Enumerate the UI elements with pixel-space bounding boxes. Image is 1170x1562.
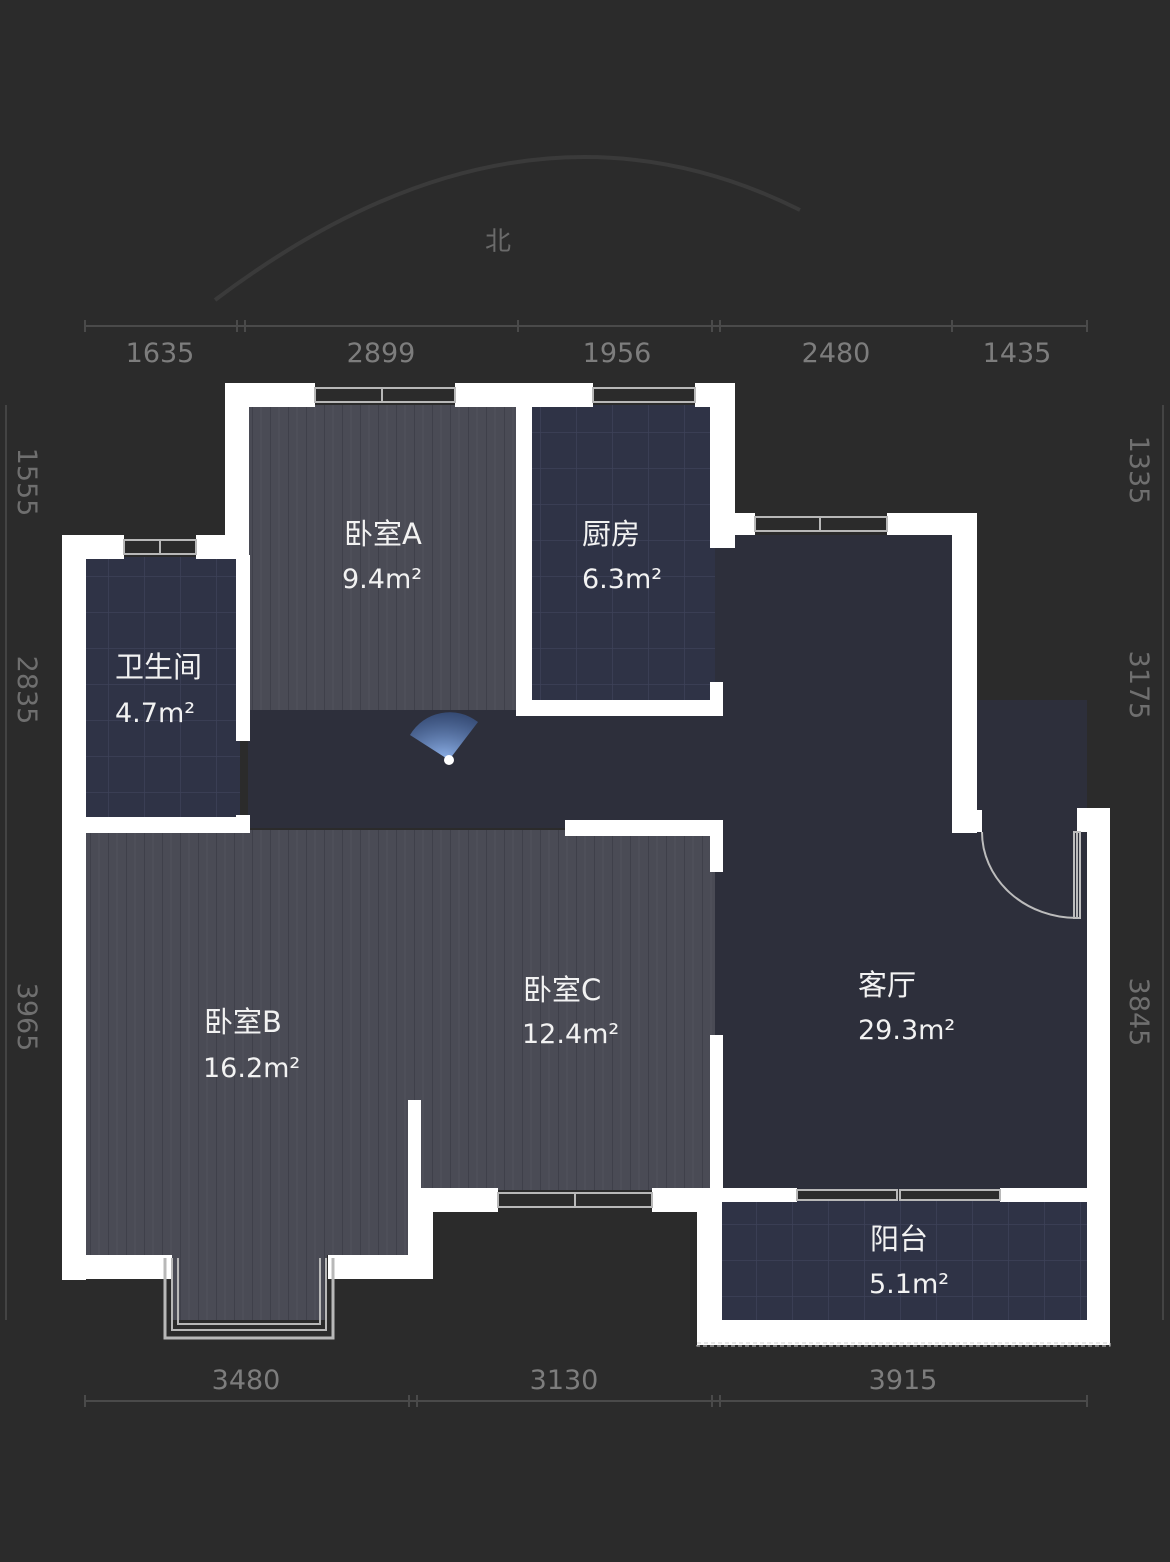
viewpoint-dot-icon bbox=[444, 755, 454, 765]
floor-hallway bbox=[248, 710, 723, 828]
room-name-bathroom: 卫生间 bbox=[115, 650, 202, 684]
room-area-bedroom-c: 12.4m² bbox=[522, 1019, 619, 1050]
view-cone-icon bbox=[410, 712, 478, 760]
room-name-balcony: 阳台 bbox=[870, 1222, 928, 1256]
window-kitchen bbox=[592, 387, 696, 403]
dim-top-3: 1956 bbox=[583, 338, 652, 369]
dim-top-4: 2480 bbox=[802, 338, 871, 369]
room-area-bedroom-b: 16.2m² bbox=[203, 1053, 300, 1084]
north-label: 北 bbox=[485, 227, 511, 257]
entrance-door bbox=[981, 831, 1081, 919]
room-name-bedroom-c: 卧室C bbox=[523, 973, 601, 1007]
dim-bottom-3: 3915 bbox=[869, 1365, 938, 1396]
bay-window bbox=[163, 1258, 335, 1340]
window-balcony-1 bbox=[796, 1189, 898, 1201]
floor-living bbox=[715, 700, 1087, 1190]
room-labels: 卧室A 9.4m² 厨房 6.3m² 卫生间 4.7m² 卧室B 16.2m² … bbox=[115, 517, 955, 1300]
floor-living-top bbox=[715, 535, 952, 710]
room-name-bedroom-b: 卧室B bbox=[204, 1005, 282, 1039]
dim-right-2: 3175 bbox=[1123, 651, 1154, 720]
dim-left-3: 3965 bbox=[11, 983, 42, 1052]
bottom-dimension-line bbox=[84, 1395, 1088, 1407]
compass: 北 bbox=[213, 155, 801, 302]
room-area-balcony: 5.1m² bbox=[869, 1269, 949, 1300]
dim-left-2: 2835 bbox=[11, 656, 42, 725]
dim-right-3: 3845 bbox=[1123, 978, 1154, 1047]
floor-bay-window bbox=[172, 1250, 327, 1320]
windows bbox=[123, 387, 1001, 1340]
dim-top-5: 1435 bbox=[983, 338, 1052, 369]
window-balcony-2 bbox=[899, 1189, 1001, 1201]
dim-top-1: 1635 bbox=[126, 338, 195, 369]
room-area-bathroom: 4.7m² bbox=[115, 698, 195, 729]
dim-right-1: 1335 bbox=[1123, 436, 1154, 505]
dim-top-2: 2899 bbox=[347, 338, 416, 369]
walls bbox=[62, 383, 1110, 1345]
room-area-bedroom-a: 9.4m² bbox=[342, 564, 422, 595]
floor-kitchen bbox=[530, 405, 715, 700]
balcony-railing bbox=[696, 1342, 1111, 1347]
room-name-living-room: 客厅 bbox=[858, 968, 916, 1002]
room-name-kitchen: 厨房 bbox=[582, 517, 640, 551]
room-area-kitchen: 6.3m² bbox=[582, 564, 662, 595]
side-dimension-lines bbox=[5, 405, 1164, 1320]
dim-bottom-1: 3480 bbox=[212, 1365, 281, 1396]
dim-left-1: 1555 bbox=[11, 448, 42, 517]
floor-bedroom-c bbox=[410, 830, 715, 1190]
window-bedroom-a bbox=[314, 387, 456, 403]
compass-arc bbox=[213, 155, 801, 302]
viewpoint-marker[interactable] bbox=[410, 712, 478, 765]
top-dimension-line bbox=[84, 320, 1088, 332]
floor-balcony bbox=[722, 1200, 1087, 1320]
floor-bedroom-a bbox=[248, 405, 518, 710]
dim-bottom-2: 3130 bbox=[530, 1365, 599, 1396]
room-name-bedroom-a: 卧室A bbox=[344, 517, 422, 551]
floor-bathroom bbox=[85, 557, 240, 819]
floor-bedroom-b bbox=[85, 830, 410, 1255]
floors bbox=[85, 405, 1087, 1320]
room-area-living-room: 29.3m² bbox=[858, 1015, 955, 1046]
